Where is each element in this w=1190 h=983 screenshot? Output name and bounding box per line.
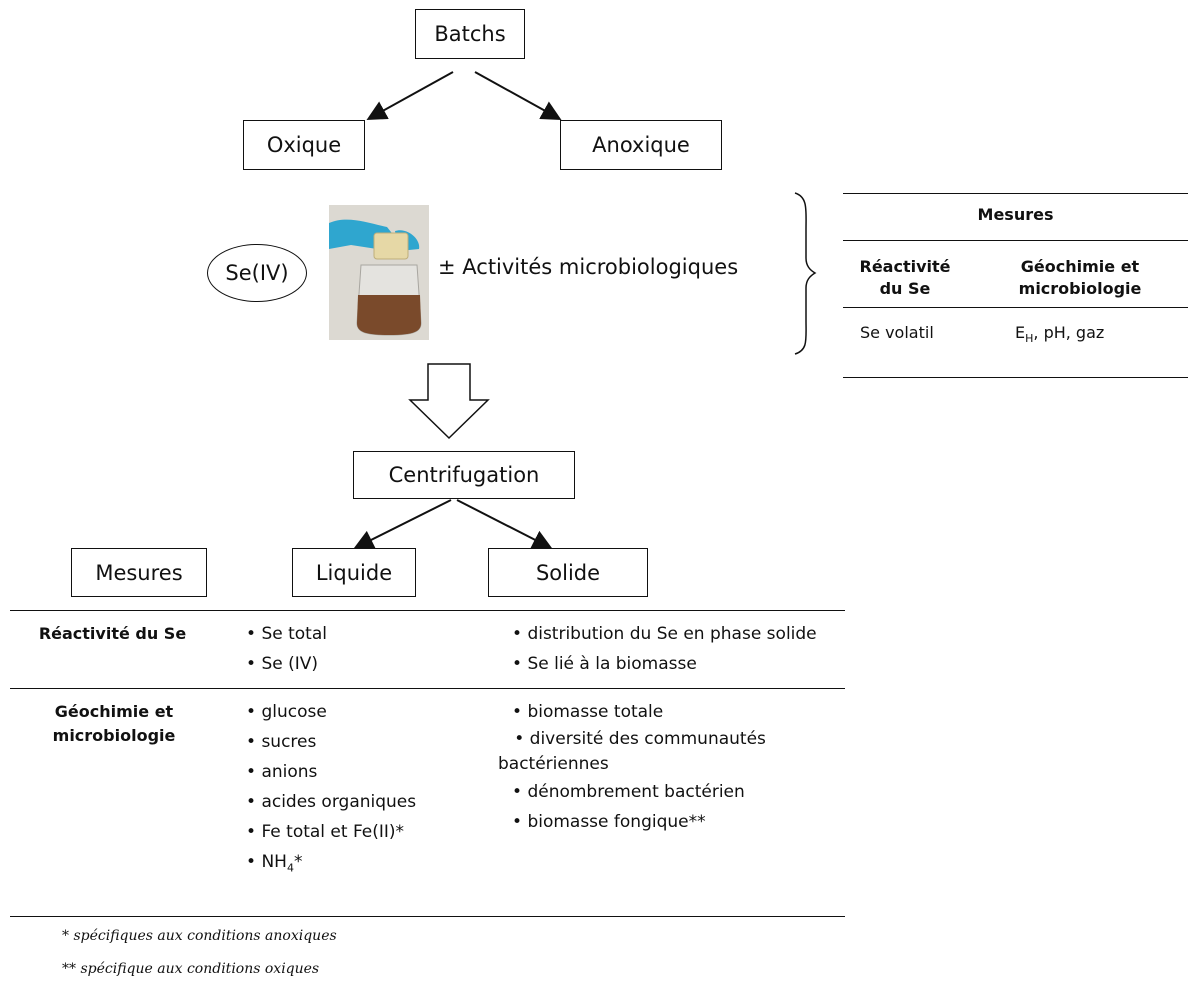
list-item: • acides organiques bbox=[246, 792, 417, 812]
bottom-table-bottom-rule bbox=[10, 916, 845, 917]
list-item: • dénombrement bactérien bbox=[512, 782, 745, 802]
list-item: • Fe total et Fe(II)* bbox=[246, 822, 405, 842]
row-label-reactivite: Réactivité du Se bbox=[38, 624, 187, 643]
list-item: • biomasse fongique** bbox=[512, 812, 706, 832]
right-table-title: Mesures bbox=[977, 205, 1054, 224]
oxique-box: Oxique bbox=[243, 120, 365, 170]
right-table-se-volatil: Se volatil bbox=[860, 323, 934, 342]
mesures-box: Mesures bbox=[71, 548, 207, 597]
arrow-batchs-anoxique bbox=[474, 71, 562, 120]
bottom-table-top-rule bbox=[10, 610, 845, 611]
list-item: • biomasse totale bbox=[512, 702, 664, 722]
right-table-eh-ph-gaz: EH, pH, gaz bbox=[1015, 322, 1104, 350]
solide-box: Solide bbox=[488, 548, 648, 597]
liquide-box: Liquide bbox=[292, 548, 416, 597]
activites-label: ± Activités microbiologiques bbox=[438, 255, 739, 279]
right-table-col2-header: Géochimie et microbiologie bbox=[1018, 257, 1142, 298]
right-table-header-rule bbox=[843, 240, 1188, 241]
list-item: • sucres bbox=[246, 732, 317, 752]
list-item: • Se total bbox=[246, 624, 327, 644]
curly-brace bbox=[794, 192, 817, 355]
solide-reactivite-list: • distribution du Se en phase solide • S… bbox=[512, 619, 817, 679]
list-item: • anions bbox=[246, 762, 318, 782]
batchs-box: Batchs bbox=[415, 9, 525, 59]
list-item: • NH4* bbox=[246, 852, 303, 875]
row-label-geochimie: Géochimie et microbiologie bbox=[52, 702, 176, 745]
right-table-mid-rule bbox=[843, 307, 1188, 308]
liquide-geochimie-list: • glucose • sucres • anions • acides org… bbox=[246, 697, 416, 883]
bottle-image bbox=[329, 205, 429, 340]
bottom-table-mid-rule bbox=[10, 688, 845, 689]
eh-symbol: E bbox=[1015, 323, 1026, 342]
right-table-bottom-rule bbox=[843, 377, 1188, 378]
eh-subscript: H bbox=[1025, 332, 1034, 346]
list-item: • diversité des communautés bactériennes bbox=[498, 729, 766, 774]
liquide-reactivite-list: • Se total • Se (IV) bbox=[246, 619, 327, 679]
list-item: • Se (IV) bbox=[246, 654, 318, 674]
right-table-top-rule bbox=[843, 193, 1188, 194]
arrow-centrifugation-solide bbox=[456, 499, 553, 549]
list-item: • distribution du Se en phase solide bbox=[512, 624, 817, 644]
arrow-batchs-oxique bbox=[366, 71, 454, 120]
list-item: • glucose bbox=[246, 702, 327, 722]
anoxique-box: Anoxique bbox=[560, 120, 722, 170]
se-iv-ellipse: Se(IV) bbox=[207, 244, 307, 302]
big-down-arrow bbox=[408, 363, 490, 440]
footnote-anoxiques: * spécifiques aux conditions anoxiques bbox=[62, 928, 337, 944]
right-table-col1-header: Réactivité du Se bbox=[859, 257, 951, 298]
solide-geochimie-list: • biomasse totale • diversité des commun… bbox=[498, 697, 822, 837]
eh-rest: , pH, gaz bbox=[1033, 323, 1105, 342]
batch-bottle-photo bbox=[329, 205, 429, 340]
footnote-oxiques: ** spécifique aux conditions oxiques bbox=[62, 961, 320, 977]
centrifugation-box: Centrifugation bbox=[353, 451, 575, 499]
arrow-centrifugation-liquide bbox=[353, 499, 452, 549]
list-item: • Se lié à la biomasse bbox=[512, 654, 697, 674]
